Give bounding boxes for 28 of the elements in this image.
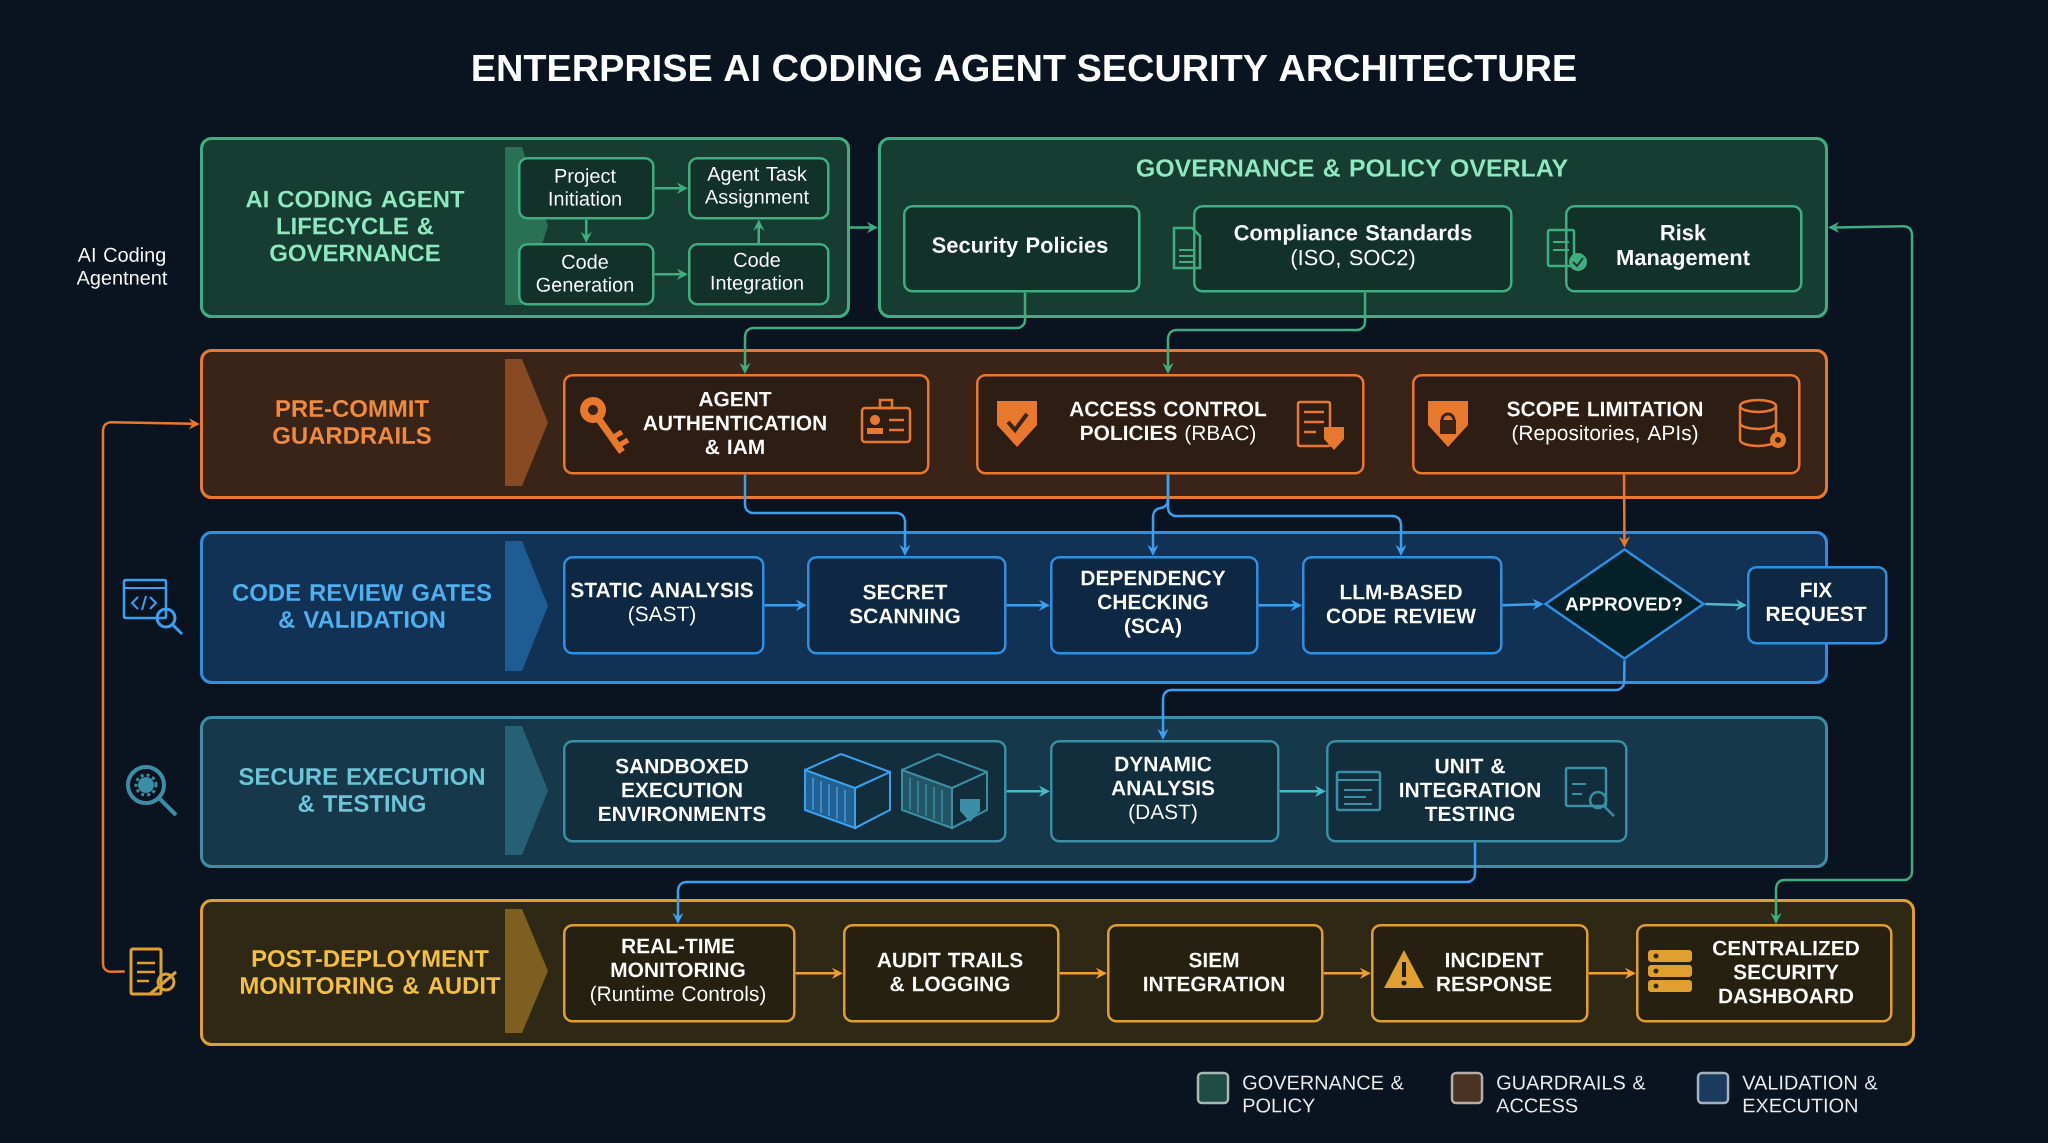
process-box: Compliance Standards (ISO, SOC2)	[1193, 205, 1513, 293]
legend-label: GOVERNANCE & POLICY	[1243, 1075, 1404, 1113]
process-box: Agent Task Assignment	[688, 157, 830, 220]
process-box: Security Policies	[903, 205, 1141, 293]
process-box: CENTRALIZED SECURITY DASHBOARD	[1636, 924, 1893, 1023]
process-box: DEPENDENCY CHECKING (SCA)	[1050, 556, 1259, 655]
process-box: Project Initiation	[518, 157, 655, 220]
legend-label: VALIDATION & EXECUTION	[1742, 1075, 1878, 1113]
process-box: SIEM INTEGRATION	[1107, 924, 1324, 1023]
side-label: AI Coding Agentnent	[76, 247, 168, 289]
process-box: SCOPE LIMITATION (Repositories, APIs)	[1412, 374, 1801, 475]
process-box: INCIDENT RESPONSE	[1371, 924, 1589, 1023]
legend-label: GUARDRAILS & ACCESS	[1496, 1075, 1646, 1113]
process-box: AUDIT TRAILS & LOGGING	[843, 924, 1060, 1023]
process-box: Code Integration	[688, 243, 830, 306]
process-box: STATIC ANALYSIS (SAST)	[563, 556, 765, 655]
clipboard-icon	[129, 947, 178, 996]
process-box: LLM-BASED CODE REVIEW	[1302, 556, 1503, 655]
process-box: Code Generation	[518, 243, 655, 306]
process-box: UNIT & INTEGRATION TESTING	[1326, 740, 1628, 843]
process-box: Risk Management	[1565, 205, 1803, 293]
process-box: ACCESS CONTROL POLICIES (RBAC)	[976, 374, 1365, 475]
title: ENTERPRISE AI CODING AGENT SECURITY ARCHITECTURE	[473, 54, 1576, 82]
process-box: FIX REQUEST	[1747, 566, 1888, 645]
process-box: SECRET SCANNING	[807, 556, 1007, 655]
process-box: AGENT AUTHENTICATION & IAM	[563, 374, 930, 475]
process-box: DYNAMIC ANALYSIS (DAST)	[1050, 740, 1280, 843]
process-box: REAL-TIME MONITORING (Runtime Controls)	[563, 924, 796, 1023]
